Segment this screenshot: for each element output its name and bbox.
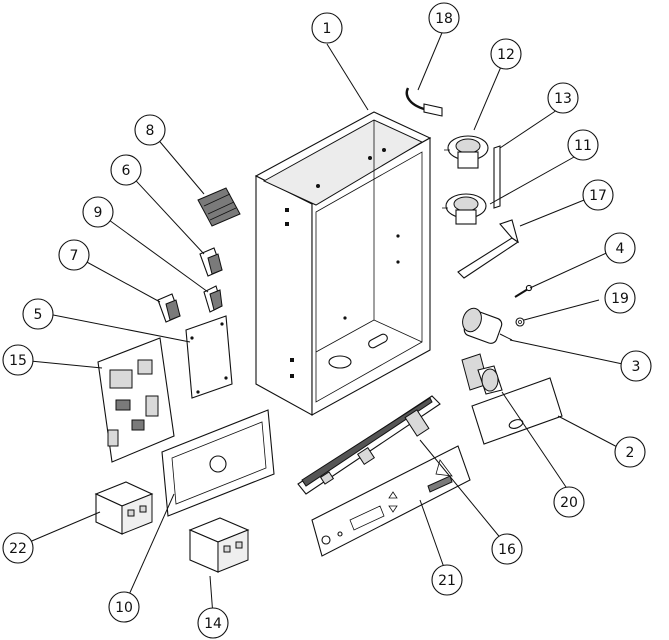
- cover-plate: [471, 377, 563, 445]
- callout-18: 18: [428, 2, 460, 34]
- screw: [514, 284, 533, 298]
- back-plate: [185, 315, 233, 399]
- callout-3-label: 3: [632, 359, 641, 375]
- pressure-switch-lower: [442, 193, 487, 225]
- callout-13-label: 13: [554, 91, 572, 107]
- control-board: [297, 395, 441, 495]
- callout-12: 12: [490, 38, 522, 70]
- callout-21: 21: [431, 564, 463, 596]
- leader-lines: [19, 27, 633, 617]
- gasket-frame: [161, 409, 275, 517]
- callout-18-label: 18: [435, 11, 453, 27]
- callout-5-label: 5: [34, 307, 43, 323]
- contactor-left: [94, 481, 154, 535]
- callout-4: 4: [604, 232, 636, 264]
- mounting-strip: [493, 145, 501, 209]
- callout-3: 3: [620, 350, 652, 382]
- washer: [515, 317, 525, 327]
- capacitor: [462, 307, 513, 344]
- contactor-front: [188, 517, 250, 573]
- callout-9-label: 9: [94, 205, 103, 221]
- callout-2: 2: [614, 436, 646, 468]
- callout-19-label: 19: [611, 291, 629, 307]
- callout-7-label: 7: [70, 248, 79, 264]
- callout-4-label: 4: [616, 241, 625, 257]
- callout-11: 11: [567, 129, 599, 161]
- callout-13: 13: [547, 82, 579, 114]
- callout-14-label: 14: [204, 616, 222, 632]
- callout-2-label: 2: [626, 445, 635, 461]
- callout-15: 15: [2, 344, 34, 376]
- terminal-block-6: [199, 247, 223, 277]
- callout-6: 6: [110, 154, 142, 186]
- terminal-block-7: [157, 293, 181, 323]
- callout-5: 5: [22, 298, 54, 330]
- callout-21-label: 21: [438, 573, 456, 589]
- callout-1: 1: [311, 12, 343, 44]
- callout-15-label: 15: [9, 353, 27, 369]
- callout-8: 8: [134, 114, 166, 146]
- main-pcb: [97, 337, 175, 463]
- sensor-cable: [405, 87, 443, 117]
- rocker-switch: [461, 353, 503, 395]
- terminal-block-large: [197, 187, 241, 227]
- pressure-switch-upper: [444, 135, 489, 169]
- callout-20-label: 20: [560, 495, 578, 511]
- callout-17: 17: [582, 179, 614, 211]
- enclosure-box: [254, 111, 432, 416]
- terminal-block-9: [203, 285, 223, 313]
- callout-7: 7: [58, 239, 90, 271]
- callout-6-label: 6: [122, 163, 131, 179]
- callout-16-label: 16: [498, 542, 516, 558]
- callout-9: 9: [82, 196, 114, 228]
- callout-11-label: 11: [574, 138, 592, 154]
- callout-10: 10: [108, 591, 140, 623]
- callout-10-label: 10: [115, 600, 133, 616]
- callout-19: 19: [604, 282, 636, 314]
- callout-17-label: 17: [589, 188, 607, 204]
- callout-16: 16: [491, 533, 523, 565]
- callout-8-label: 8: [146, 123, 155, 139]
- callout-1-label: 1: [323, 21, 332, 37]
- front-panel: [311, 445, 471, 557]
- l-bracket: [457, 219, 519, 279]
- callout-22-label: 22: [9, 541, 27, 557]
- callout-20: 20: [553, 486, 585, 518]
- callout-22: 22: [2, 532, 34, 564]
- callout-12-label: 12: [497, 47, 515, 63]
- callout-14: 14: [197, 607, 229, 639]
